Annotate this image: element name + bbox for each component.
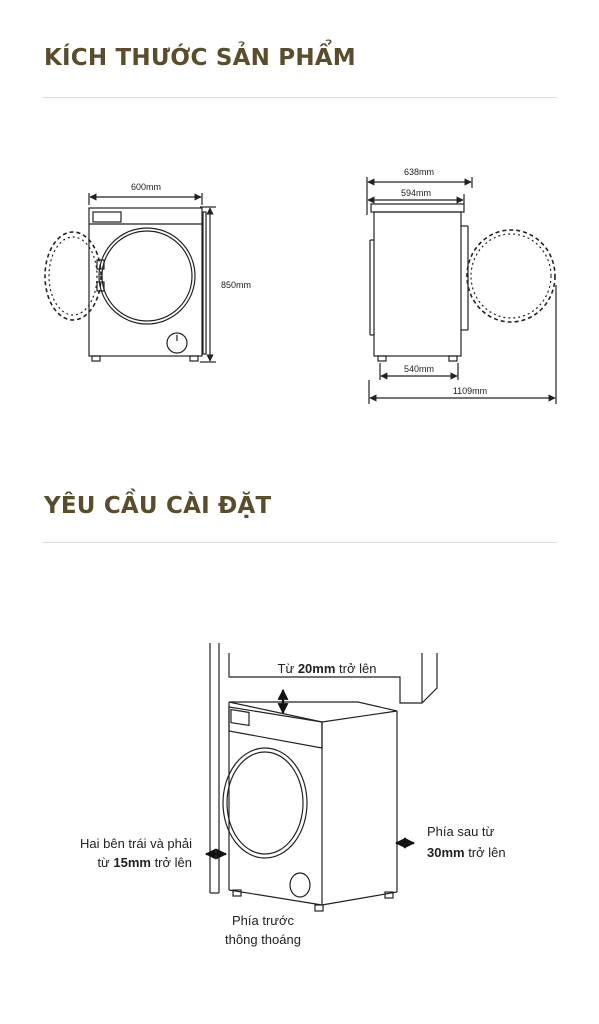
side-top-depth-label: 638mm bbox=[404, 167, 434, 177]
installation-drawing bbox=[209, 643, 438, 912]
front-height-label: 850mm bbox=[221, 280, 251, 290]
back-clearance-label-line2: 30mm trở lên bbox=[427, 845, 506, 860]
divider bbox=[42, 97, 557, 98]
side-clearance-label-line2: từ 15mm trở lên bbox=[97, 855, 192, 870]
front-width-label: 600mm bbox=[131, 182, 161, 192]
side-clearance-label-line1: Hai bên trái và phải bbox=[80, 836, 192, 851]
section-title-installation: YÊU CẦU CÀI ĐẶT bbox=[44, 493, 272, 519]
top-clearance-label: Từ 20mm trở lên bbox=[278, 661, 377, 676]
side-body-depth-label: 594mm bbox=[401, 188, 431, 198]
front-clearance-label-line2: thông thoáng bbox=[225, 932, 301, 947]
section-title-dimensions: KÍCH THƯỚC SẢN PHẨM bbox=[44, 45, 356, 71]
front-clearance-label-line1: Phía trước bbox=[232, 913, 295, 928]
divider bbox=[42, 542, 557, 543]
side-base-depth-label: 540mm bbox=[404, 364, 434, 374]
clearance-arrows bbox=[204, 688, 416, 860]
front-view-drawing bbox=[44, 193, 216, 363]
side-view-drawing bbox=[366, 177, 557, 404]
side-door-open-depth-label: 1109mm bbox=[453, 386, 487, 396]
back-clearance-label-line1: Phía sau từ bbox=[427, 824, 495, 839]
